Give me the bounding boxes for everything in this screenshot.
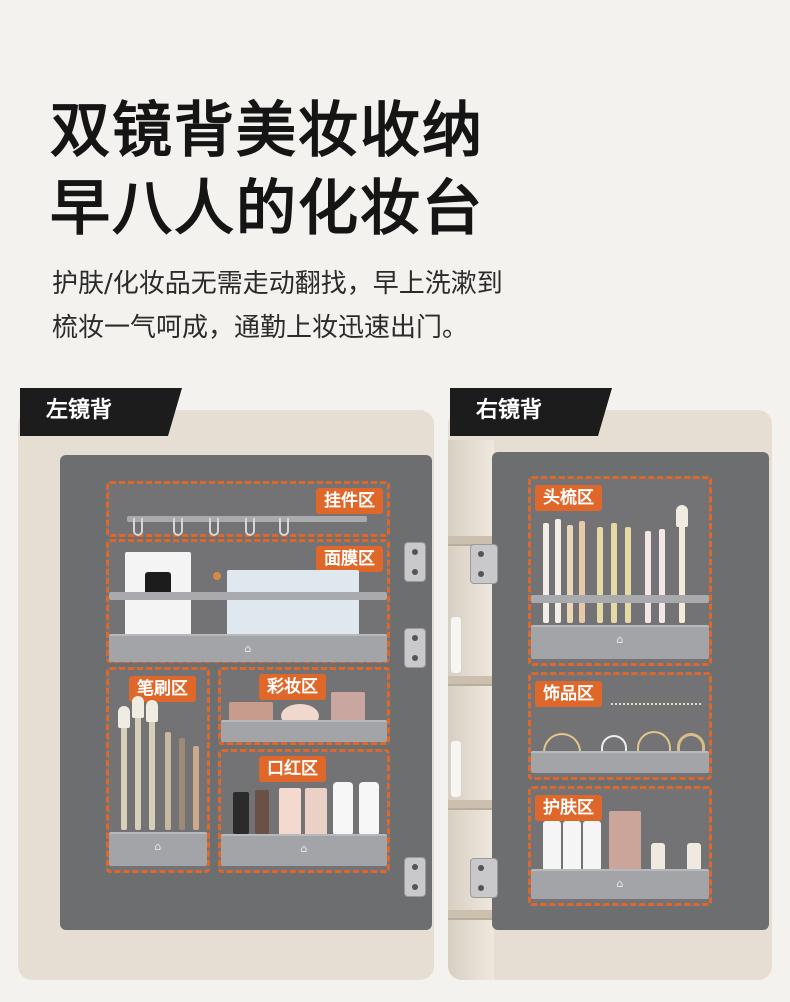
comb-rail xyxy=(531,595,709,603)
brush xyxy=(611,523,617,623)
hook-zone-label: 挂件区 xyxy=(316,488,383,514)
skincare-bottle xyxy=(543,821,561,873)
skincare-zone-label: 护肤区 xyxy=(535,795,602,821)
lipstick xyxy=(233,792,249,834)
hook-icon xyxy=(279,518,289,536)
right-mirror-tag: 右镜背 xyxy=(450,388,612,436)
makeup-tray xyxy=(221,720,387,742)
cream-bottle xyxy=(333,782,353,836)
inner-shelves xyxy=(448,440,494,980)
lipstick-tray: ⌂ xyxy=(221,834,387,866)
small-bottle xyxy=(651,843,665,873)
skincare-bottle xyxy=(563,821,581,873)
headline-line-1: 双镜背美妆收纳 xyxy=(50,96,484,166)
comb-tray: ⌂ xyxy=(531,625,709,659)
lipstick-zone: 口红区 ⌂ xyxy=(218,749,390,873)
left-mirror-tag: 左镜背 xyxy=(20,388,182,436)
brush xyxy=(676,505,688,623)
brush xyxy=(659,529,665,623)
foundation-bottle xyxy=(305,788,327,836)
earrings xyxy=(611,703,701,713)
skincare-zone: 护肤区 ⌂ xyxy=(528,786,712,906)
left-mirror-back-panel: 挂件区 面膜区 ⌂ 笔刷区 ⌂ 彩妆区 口红区 xyxy=(60,455,432,930)
bracelet xyxy=(637,731,671,757)
lipstick xyxy=(255,790,269,834)
eyebrow-pencil xyxy=(579,521,585,623)
bottle xyxy=(450,740,462,798)
eyebrow-pencil xyxy=(567,525,573,623)
subtext: 护肤/化妆品无需走动翻找，早上洗漱到 梳妆一气呵成，通勤上妆迅速出门。 xyxy=(52,262,503,350)
subtext-line-2: 梳妆一气呵成，通勤上妆迅速出门。 xyxy=(52,313,469,343)
bracelet xyxy=(677,733,705,757)
bottle xyxy=(450,616,462,674)
hook-icon xyxy=(209,518,219,536)
brush xyxy=(597,527,603,623)
jewelry-tray xyxy=(531,751,709,773)
subtext-line-1: 护肤/化妆品无需走动翻找，早上洗漱到 xyxy=(52,269,503,299)
foundation-bottle xyxy=(279,788,301,836)
palette xyxy=(609,811,641,873)
hook-icon xyxy=(245,518,255,536)
hook-zone: 挂件区 xyxy=(106,481,390,537)
eyebrow-pencil xyxy=(543,523,549,623)
skincare-tray: ⌂ xyxy=(531,869,709,899)
hinge-icon xyxy=(404,857,426,897)
headline: 双镜背美妆收纳 早八人的化妆台 xyxy=(50,92,484,248)
bracelet xyxy=(601,735,627,755)
jewelry-zone-label: 饰品区 xyxy=(535,681,602,707)
mask-rail xyxy=(109,592,387,600)
hinge-icon xyxy=(470,544,498,584)
hinge-icon xyxy=(470,858,498,898)
skincare-bottle xyxy=(583,821,601,873)
brush-tray: ⌂ xyxy=(109,832,207,866)
makeup-zone-label: 彩妆区 xyxy=(259,674,326,700)
hook-icon xyxy=(133,518,143,536)
makeup-brush xyxy=(146,700,158,830)
brush-zone: 笔刷区 ⌂ xyxy=(106,667,210,873)
headline-line-2: 早八人的化妆台 xyxy=(50,174,484,244)
hook-icon xyxy=(173,518,183,536)
mask-zone-label: 面膜区 xyxy=(316,546,383,572)
small-bottle xyxy=(687,843,701,873)
mask-tray: ⌂ xyxy=(109,634,387,662)
lipstick-zone-label: 口红区 xyxy=(259,756,326,782)
face-mask-box xyxy=(227,570,359,640)
makeup-brush xyxy=(132,696,144,830)
makeup-pencil xyxy=(165,732,171,830)
hinge-icon xyxy=(404,628,426,668)
makeup-brush xyxy=(118,706,130,830)
brush xyxy=(645,531,651,623)
bracelet xyxy=(543,733,581,757)
makeup-pencil xyxy=(179,738,185,830)
comb-zone-label: 头梳区 xyxy=(535,485,602,511)
comb-zone: 头梳区 ⌂ xyxy=(528,476,712,666)
makeup-pencil xyxy=(193,746,199,830)
pendant-ornament xyxy=(213,572,221,580)
makeup-zone: 彩妆区 xyxy=(218,667,390,745)
hinge-icon xyxy=(404,542,426,582)
cream-bottle xyxy=(359,782,379,836)
right-mirror-back-panel: 头梳区 ⌂ 饰品区 护肤区 ⌂ xyxy=(492,452,769,930)
eyebrow-pencil xyxy=(555,519,561,623)
mask-zone: 面膜区 ⌂ xyxy=(106,539,390,663)
jewelry-zone: 饰品区 xyxy=(528,672,712,780)
brush xyxy=(625,527,631,623)
